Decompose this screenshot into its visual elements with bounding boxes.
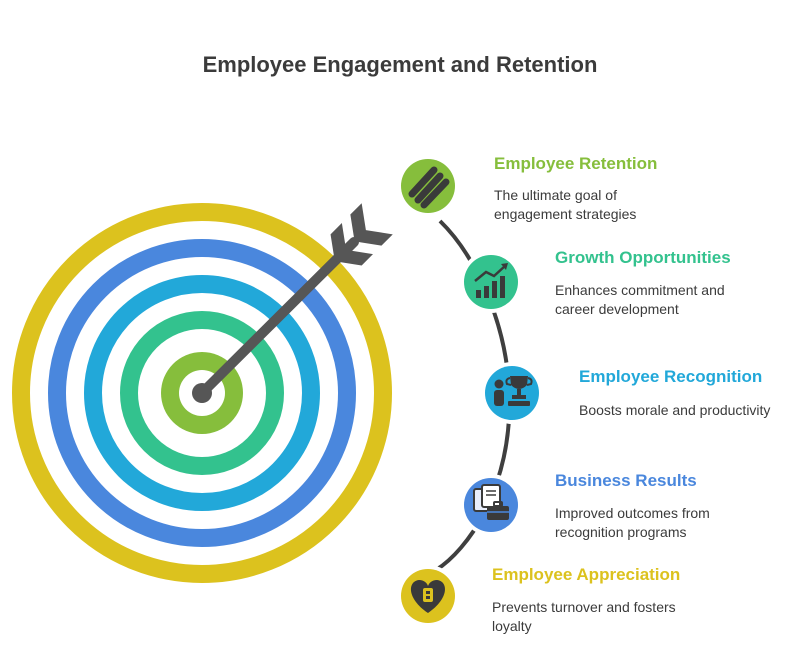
arrow (192, 203, 393, 403)
item-desc-growth-opportunities: Enhances commitment and career developme… (555, 282, 725, 317)
item-title-employee-appreciation: Employee Appreciation (492, 565, 681, 584)
item-title-employee-retention: Employee Retention (494, 154, 658, 173)
arrow-shaft (197, 237, 359, 398)
target-ring-blue (48, 239, 356, 547)
target-ring-teal (120, 311, 284, 475)
trophy-award-icon (494, 376, 533, 406)
node-employee-retention (397, 155, 459, 217)
node-employee-recognition (481, 362, 543, 424)
node-business-results (460, 474, 522, 536)
item-title-employee-recognition: Employee Recognition (579, 367, 763, 386)
diagram-title: Employee Engagement and Retention (202, 52, 598, 77)
item-desc-employee-retention: The ultimate goal of engagement strategi… (494, 187, 637, 222)
stacked-bars-icon (408, 166, 450, 209)
growth-chart-icon (474, 263, 508, 298)
arrow-fletching (330, 203, 393, 266)
target-ring-cyan (84, 275, 320, 511)
item-desc-employee-recognition: Boosts morale and productivity (579, 402, 771, 418)
item-title-growth-opportunities: Growth Opportunities (555, 248, 731, 267)
heart-badge-icon (410, 580, 446, 613)
node-growth-opportunities (460, 251, 522, 313)
item-desc-employee-appreciation: Prevents turnover and fosters loyalty (492, 599, 676, 634)
target-ring-outer (12, 203, 392, 583)
item-title-business-results: Business Results (555, 471, 697, 490)
item-desc-business-results: Improved outcomes from recognition progr… (555, 505, 710, 540)
arrow-tip (192, 383, 212, 403)
node-employee-appreciation (397, 565, 459, 627)
briefcase-documents-icon (473, 484, 509, 520)
